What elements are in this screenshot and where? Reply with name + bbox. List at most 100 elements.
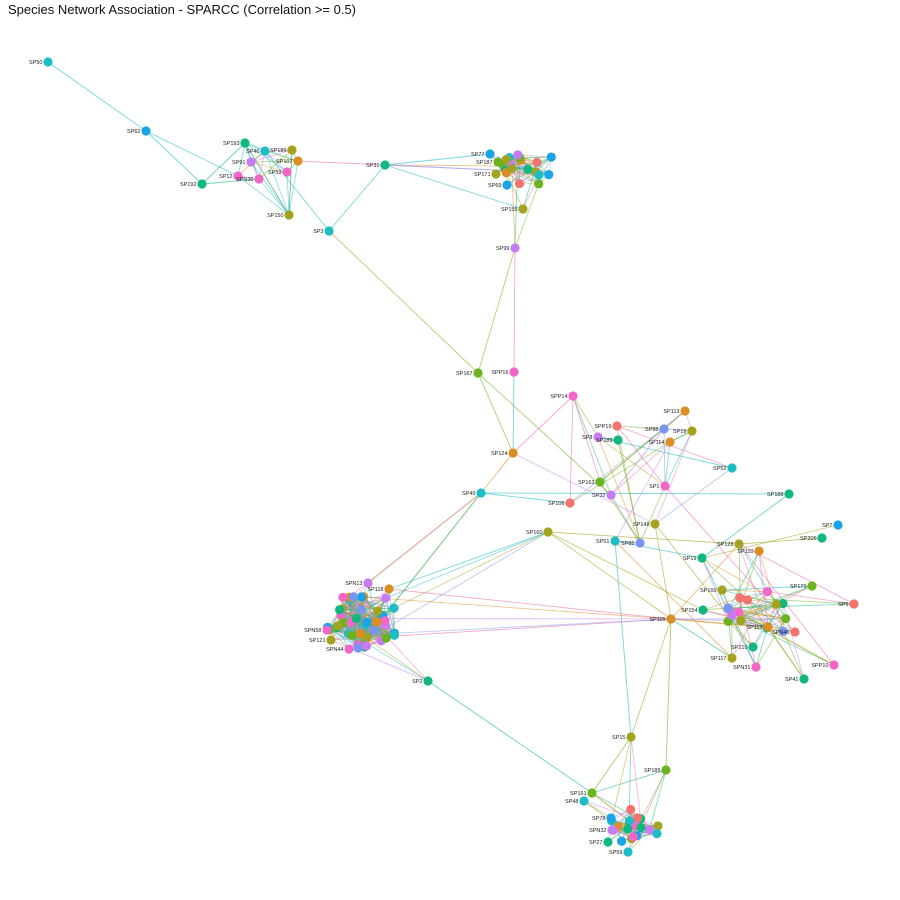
node-label: SP179 bbox=[790, 584, 807, 590]
network-node bbox=[748, 642, 758, 652]
network-node bbox=[423, 676, 433, 686]
network-node bbox=[771, 599, 781, 609]
network-node bbox=[751, 662, 761, 672]
network-node bbox=[546, 152, 556, 162]
network-node bbox=[697, 553, 707, 563]
node-label: SP107 bbox=[276, 159, 293, 165]
edge bbox=[357, 597, 387, 649]
network-node bbox=[324, 226, 334, 236]
edge bbox=[513, 247, 516, 373]
node-label: SP171 bbox=[474, 172, 491, 178]
edge bbox=[739, 597, 757, 668]
node-label: SP78 bbox=[592, 816, 605, 822]
network-node bbox=[763, 622, 773, 632]
network-node bbox=[389, 630, 399, 640]
edge bbox=[721, 589, 757, 668]
node-label: SP193 bbox=[223, 141, 240, 147]
edge bbox=[343, 588, 390, 623]
network-node bbox=[356, 592, 367, 602]
network-node bbox=[727, 653, 737, 663]
edge bbox=[755, 627, 768, 668]
node-label: SP210 bbox=[731, 645, 748, 651]
edge bbox=[328, 164, 386, 232]
edge bbox=[201, 178, 260, 185]
node-label: SP62 bbox=[127, 129, 140, 135]
edge bbox=[384, 153, 491, 166]
network-node bbox=[485, 149, 495, 159]
node-label: SP163 bbox=[578, 480, 595, 486]
network-node bbox=[513, 150, 523, 160]
node-label: SP118 bbox=[367, 587, 383, 593]
node-label: SP40 bbox=[246, 149, 259, 155]
network-node bbox=[380, 616, 390, 626]
edge bbox=[348, 597, 353, 636]
node-label: SP205 bbox=[800, 536, 817, 542]
edge bbox=[237, 142, 246, 177]
network-node bbox=[778, 626, 788, 636]
node-label: SP77 bbox=[471, 152, 484, 158]
node-label: SP91 bbox=[232, 160, 245, 166]
network-node bbox=[623, 847, 633, 857]
node-label: SPN32 bbox=[589, 828, 606, 834]
edge bbox=[614, 540, 703, 559]
node-label: SP86 bbox=[621, 541, 634, 547]
node-label: SP50 bbox=[29, 60, 42, 66]
network-node bbox=[762, 586, 773, 597]
edge bbox=[738, 611, 784, 632]
edge bbox=[758, 550, 769, 628]
network-node bbox=[293, 156, 303, 166]
node-label: SP52 bbox=[713, 466, 726, 472]
edge bbox=[514, 154, 519, 249]
node-label: SP124 bbox=[491, 451, 508, 457]
network-node bbox=[734, 539, 744, 549]
edge bbox=[630, 736, 642, 819]
network-node bbox=[659, 424, 669, 434]
network-node bbox=[754, 546, 764, 556]
network-node bbox=[362, 617, 372, 627]
edge bbox=[258, 178, 290, 216]
edge bbox=[351, 618, 672, 636]
edge bbox=[348, 598, 395, 609]
network-node bbox=[727, 610, 737, 620]
edge bbox=[747, 599, 786, 620]
node-label: SP49 bbox=[462, 491, 475, 497]
edge bbox=[591, 792, 630, 822]
network-node bbox=[727, 463, 737, 473]
edge bbox=[385, 597, 395, 634]
network-node bbox=[476, 488, 486, 498]
node-label: SP51 bbox=[596, 539, 609, 545]
edge bbox=[614, 441, 671, 542]
node-label: SPP14 bbox=[550, 394, 567, 400]
network-node bbox=[623, 824, 633, 834]
network-node bbox=[736, 616, 746, 626]
network-node bbox=[849, 599, 859, 609]
edge bbox=[360, 633, 429, 682]
node-label: SP187 bbox=[476, 160, 493, 166]
edge bbox=[610, 441, 671, 496]
edge bbox=[363, 596, 387, 639]
node-label: SP161 bbox=[570, 791, 587, 797]
network-node bbox=[363, 578, 373, 588]
node-label: SP113 bbox=[746, 625, 762, 631]
network-node bbox=[514, 179, 525, 189]
network-node bbox=[593, 432, 603, 442]
edge bbox=[747, 599, 796, 633]
network-node bbox=[543, 527, 553, 537]
edge bbox=[330, 596, 365, 641]
edge bbox=[654, 467, 733, 525]
edge bbox=[244, 142, 290, 216]
edge bbox=[630, 618, 672, 738]
edge bbox=[654, 523, 754, 648]
network-node bbox=[282, 167, 292, 177]
node-label: SP8 bbox=[582, 435, 592, 441]
network-node bbox=[624, 816, 635, 826]
node-label: SPP19 bbox=[594, 424, 611, 430]
node-label: SPN31 bbox=[733, 665, 750, 671]
edge bbox=[477, 372, 612, 496]
node-label: SP128 bbox=[717, 542, 734, 548]
edge bbox=[385, 531, 549, 599]
network-node bbox=[197, 179, 207, 189]
edge bbox=[701, 493, 790, 559]
network-node bbox=[799, 674, 809, 684]
